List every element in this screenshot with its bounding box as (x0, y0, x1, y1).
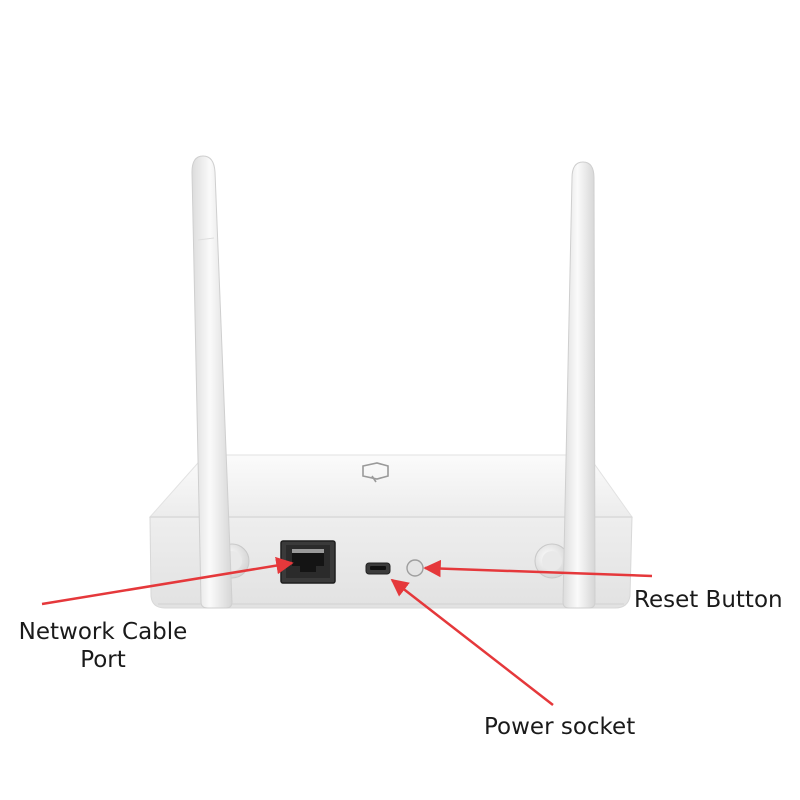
network-port-arrow (41, 556, 294, 606)
router-brand-logo (362, 462, 389, 483)
right-antenna (562, 161, 596, 609)
network-cable-port-label: Network Cable Port (18, 618, 188, 674)
reset-button (406, 559, 424, 577)
power-socket-arrow (390, 578, 554, 706)
right-antenna-hub (534, 543, 570, 579)
router-body (148, 454, 633, 609)
power-socket-label: Power socket (484, 714, 636, 740)
network-cable-port-label-line2: Port (80, 647, 126, 673)
reset-button-label: Reset Button (634, 587, 783, 613)
left-antenna (191, 155, 233, 609)
network-cable-port (280, 540, 336, 584)
network-cable-port-label-line1: Network Cable (18, 619, 188, 645)
power-socket (365, 562, 391, 575)
reset-button-arrow (423, 559, 653, 578)
callout-arrows (41, 556, 653, 706)
